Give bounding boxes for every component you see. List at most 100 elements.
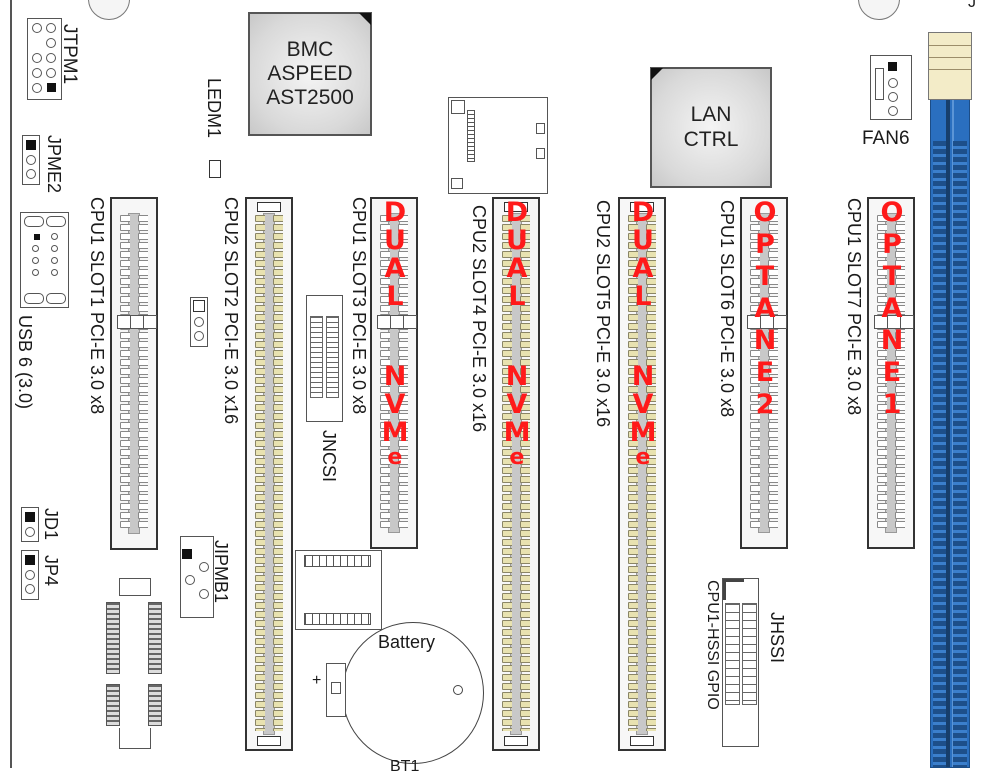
jd1-jumper[interactable] [21, 507, 39, 542]
fan6-label: FAN6 [862, 128, 910, 149]
jumper-3pin[interactable] [190, 297, 208, 347]
slot-center-rail [510, 213, 522, 735]
pcie-slot-4[interactable] [492, 197, 540, 751]
annotation-char: E [755, 357, 775, 388]
slot-end-cap [504, 736, 528, 746]
slot-key-notch [143, 315, 157, 329]
slot-end-cap [504, 202, 528, 212]
slot-key-notch [117, 315, 131, 329]
slot-center-rail [636, 213, 648, 735]
annotation-char: 2 [755, 389, 775, 420]
bmc-chip-line2: ASPEED [267, 61, 353, 85]
bmc-chip: BMC ASPEED AST2500 [248, 12, 372, 136]
jncsi-connector[interactable] [306, 295, 343, 422]
jpme2-label: JPME2 [44, 135, 64, 194]
card-module [448, 97, 548, 194]
jhssi-connector[interactable] [722, 578, 759, 747]
battery-label: Battery [378, 632, 436, 652]
ic-socket [295, 550, 382, 630]
jtpm1-header[interactable] [27, 18, 62, 100]
annotation-char: U [384, 225, 406, 256]
annotation-char: U [632, 225, 654, 256]
ledm1-label: LEDM1 [204, 78, 224, 139]
slot-pin-column [520, 215, 530, 731]
annotation-char: E [882, 357, 902, 388]
pcie-slot-7-label: CPU1 SLOT7 PCI-E 3.0 x8 [844, 198, 864, 416]
annotation-char: N [753, 325, 777, 356]
slot-center-rail [263, 213, 275, 735]
lan-chip: LAN CTRL [650, 67, 772, 188]
jtpm1-label: JTPM1 [59, 24, 80, 85]
slot-end-cap [630, 202, 654, 212]
annotation-char: N [383, 361, 407, 392]
jpme2-jumper[interactable] [22, 135, 40, 185]
pcie-slot-6-label: CPU1 SLOT6 PCI-E 3.0 x8 [717, 200, 737, 418]
slot-pin-column [628, 215, 638, 731]
annotation-char: L [508, 281, 526, 312]
slot-key-notch [773, 315, 787, 329]
fan6-header[interactable] [870, 55, 912, 120]
pcie-slot-1[interactable] [110, 197, 158, 550]
dimm-latch[interactable] [928, 32, 972, 100]
jp4-label: JP4 [41, 555, 61, 587]
annotation-char: A [754, 293, 776, 324]
usb6-header[interactable] [20, 212, 69, 308]
slot-key-notch [900, 315, 914, 329]
annotation-char: D [383, 197, 407, 228]
annotation-char: M [503, 417, 531, 448]
mount-hole-left [88, 0, 130, 20]
slot-end-cap [257, 736, 281, 746]
mount-hole-right [858, 0, 900, 20]
annotation-char: e [509, 445, 525, 470]
battery-plus-label: + [312, 672, 322, 689]
slot-pin-column [877, 215, 887, 529]
slot-key-notch [130, 315, 144, 329]
board-edge [10, 0, 12, 768]
annotation-char: M [381, 417, 409, 448]
bmc-chip-line3: AST2500 [266, 86, 354, 110]
pcie-slot-3[interactable] [370, 197, 418, 549]
jipmb1-header[interactable] [180, 536, 214, 618]
slot-pin-column [768, 215, 778, 529]
slot-pin-column [380, 215, 390, 529]
annotation-char: e [387, 445, 403, 470]
annotation-char: A [632, 253, 654, 284]
annotation-char: V [506, 389, 528, 420]
jhssi-label: JHSSI [767, 612, 787, 664]
lan-chip-line2: CTRL [683, 127, 739, 151]
pcie-slot-7[interactable] [867, 197, 915, 549]
lan-chip-line1: LAN [690, 103, 732, 127]
annotation-char: 1 [882, 389, 902, 420]
annotation-char: P [755, 229, 775, 260]
annotation-char: O [753, 197, 777, 228]
annotation-char: L [386, 281, 404, 312]
pcie-slot-2[interactable] [245, 197, 293, 751]
dimm-slot[interactable] [930, 60, 970, 768]
annotation-char: A [506, 253, 528, 284]
pcie-slot-4-label: CPU2 SLOT4 PCI-E 3.0 x16 [469, 205, 489, 433]
annotation-char: D [631, 197, 655, 228]
bt1-label: BT1 [390, 758, 420, 775]
slot-pin-column [255, 215, 265, 731]
annotation-char: N [880, 325, 904, 356]
annotation-char: N [505, 361, 529, 392]
annotation-char: L [634, 281, 652, 312]
slot-end-cap [630, 736, 654, 746]
annotation-char: O [880, 197, 904, 228]
annotation-char: M [629, 417, 657, 448]
pcie-slot-5[interactable] [618, 197, 666, 751]
annotation-char: A [881, 293, 903, 324]
jp4-jumper[interactable] [21, 550, 39, 600]
ledm1-led [209, 160, 221, 178]
pcie-slot-5-label: CPU2 SLOT5 PCI-E 3.0 x16 [593, 200, 613, 428]
pcie-slot-1-label: CPU1 SLOT1 PCI-E 3.0 x8 [87, 197, 107, 415]
pcie-slot-6[interactable] [740, 197, 788, 549]
annotation-char: P [882, 229, 902, 260]
jd1-label: JD1 [41, 508, 61, 541]
m2-connector [103, 578, 165, 750]
battery-clip [326, 663, 346, 717]
slot-pin-column [502, 215, 512, 731]
